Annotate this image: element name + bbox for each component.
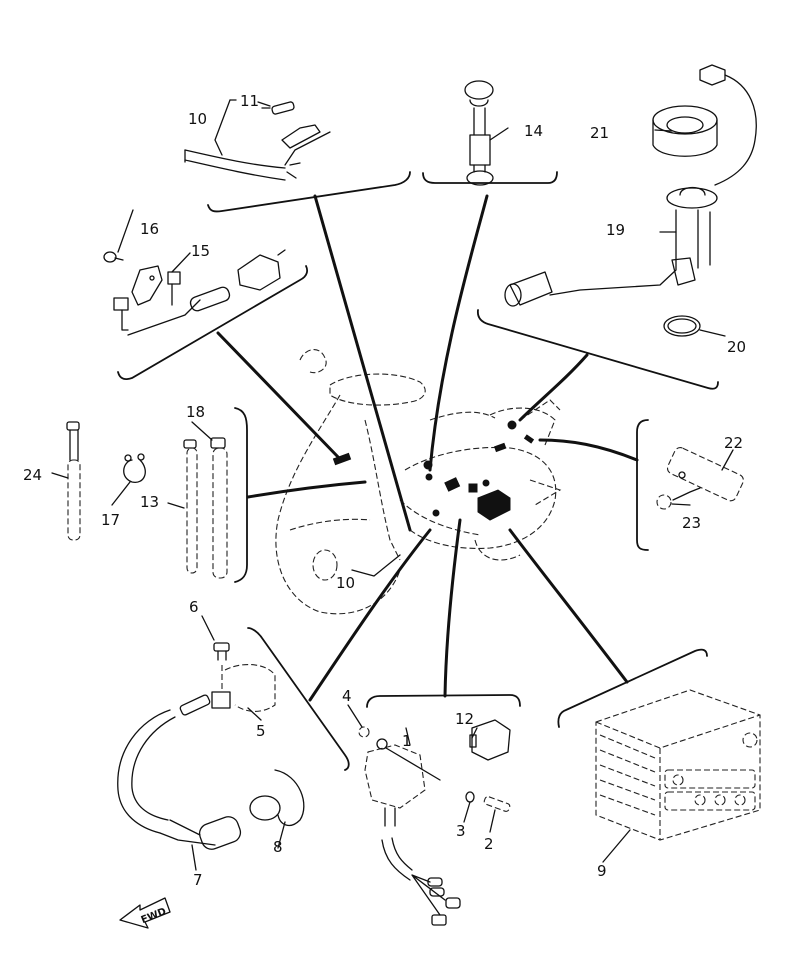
callout-6: 6	[189, 598, 199, 616]
callout-15: 15	[191, 242, 210, 260]
scooter-body	[275, 349, 562, 615]
callout-22: 22	[724, 434, 743, 452]
callout-3: 3	[456, 822, 466, 840]
callout-9: 9	[597, 862, 607, 880]
leader-line	[443, 518, 462, 698]
callout-18: 18	[186, 403, 205, 421]
leader-line	[216, 331, 342, 461]
leader-line	[538, 438, 639, 462]
leader-line	[308, 528, 432, 702]
callout-7: 7	[193, 871, 203, 889]
callout-19: 19	[606, 221, 625, 239]
fwd-arrow-icon: FWD	[119, 897, 171, 929]
callout-14: 14	[524, 122, 543, 140]
leader-line	[518, 353, 589, 422]
group-fuel-sender	[476, 64, 757, 390]
leader-line	[508, 528, 629, 684]
callout-10-bottom: 10	[336, 574, 355, 592]
group-cdi-unit	[358, 694, 521, 926]
callout-16: 16	[140, 220, 159, 238]
callout-2: 2	[484, 835, 494, 853]
group-ignition-coil	[117, 627, 350, 850]
group-bracket	[103, 249, 308, 380]
group-reflector	[636, 419, 744, 551]
callout-4: 4	[342, 687, 352, 705]
callout-8: 8	[273, 838, 283, 856]
callout-17: 17	[101, 511, 120, 529]
callout-24: 24	[23, 466, 42, 484]
callout-11: 11	[240, 92, 259, 110]
body-components	[332, 420, 535, 521]
group-wire-harness	[184, 99, 411, 213]
callout-leaders	[51, 101, 734, 871]
group-battery	[557, 648, 761, 841]
group-part-14	[422, 80, 558, 186]
callout-13: 13	[140, 493, 159, 511]
leader-line	[428, 194, 489, 472]
leader-line	[313, 194, 412, 532]
callout-12: 12	[455, 710, 474, 728]
callout-23: 23	[682, 514, 701, 532]
callout-5: 5	[256, 722, 266, 740]
callout-21: 21	[590, 124, 609, 142]
callout-10-top: 10	[188, 110, 207, 128]
leader-line	[246, 480, 367, 499]
callout-20: 20	[727, 338, 746, 356]
callout-labels: 1 2 3 4 5 6 7 8 9 10 10 11 12 13 14 15 1…	[23, 92, 746, 889]
fwd-label: FWD	[140, 906, 168, 926]
callout-1: 1	[402, 732, 412, 750]
